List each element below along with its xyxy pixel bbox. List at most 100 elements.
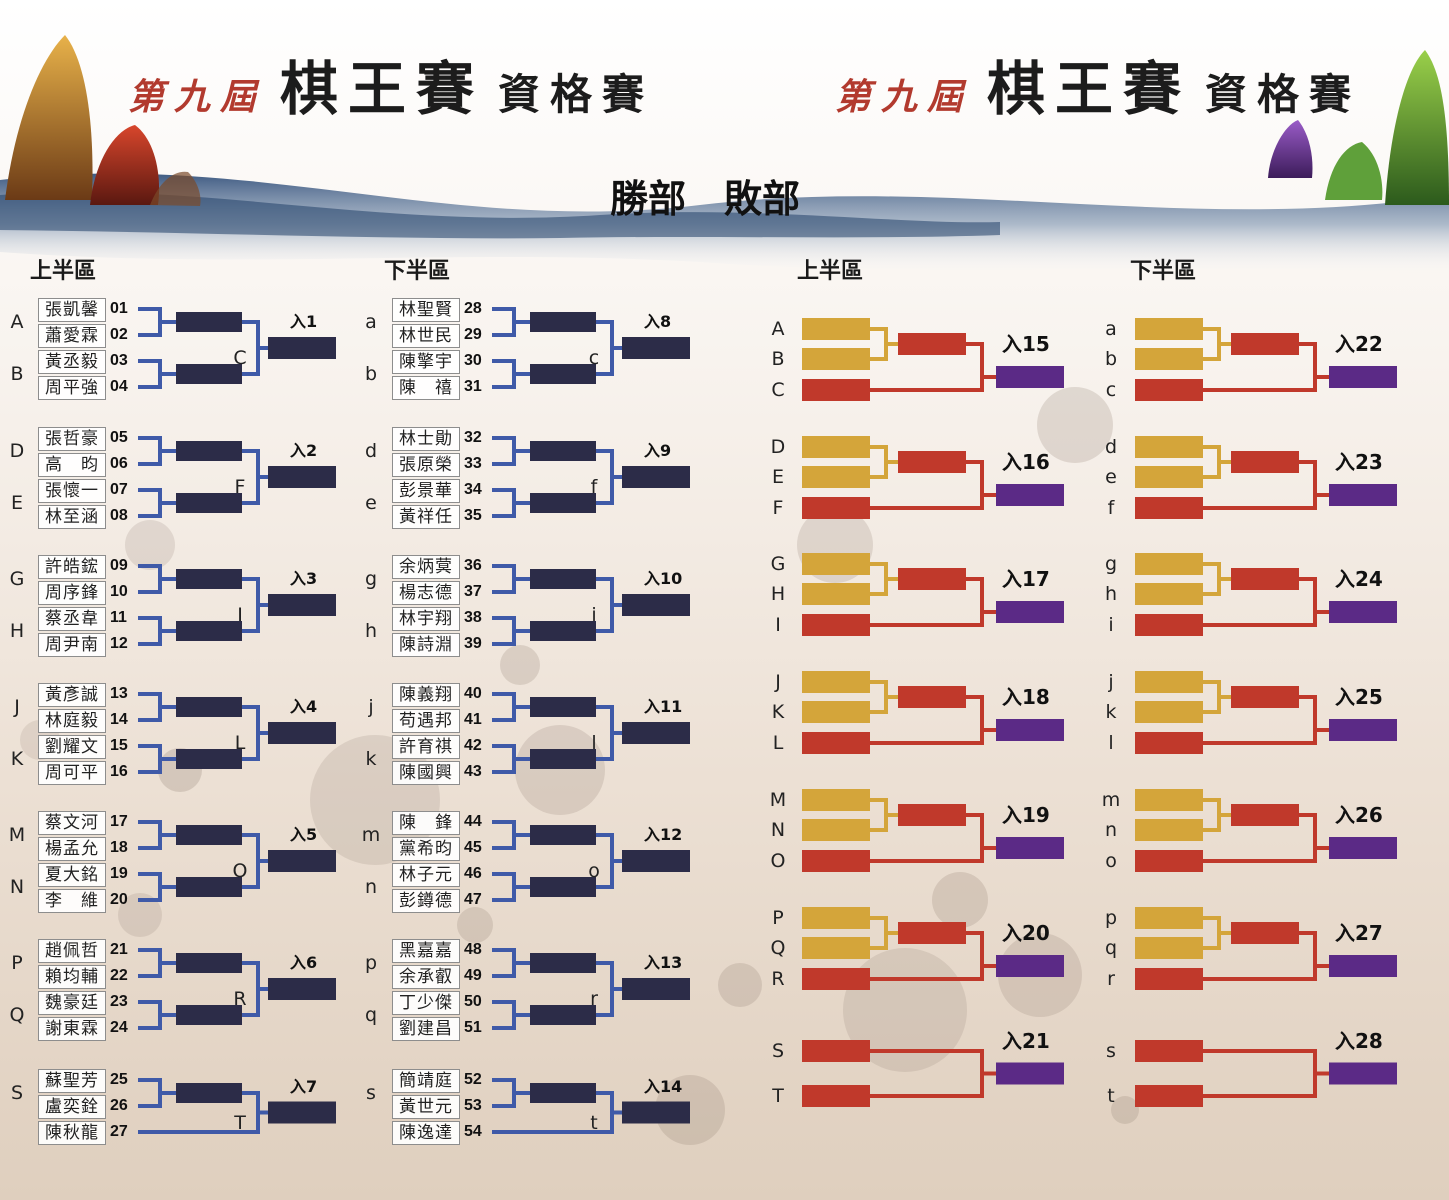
bracket-line [1203, 1049, 1317, 1098]
loser-slot-gold [802, 937, 870, 959]
loser-slot-gold [802, 583, 870, 605]
loser-letter: q [1104, 937, 1118, 959]
pair-letter: m [361, 824, 381, 846]
entry-label: 入22 [1335, 332, 1383, 356]
entry-slot [622, 1101, 690, 1124]
seed-number: 44 [464, 813, 482, 830]
seed-number: 51 [464, 1019, 482, 1036]
bracket-line [1203, 445, 1221, 479]
loser-slot-red [898, 568, 966, 590]
title-event: 棋王賽 [987, 55, 1192, 123]
bracket-line [492, 872, 516, 902]
entry-label: 入5 [290, 825, 318, 844]
winner-slot [176, 877, 242, 897]
bracket-line [138, 564, 162, 594]
player-name-box: 林士勛 [392, 427, 460, 451]
loser-slot-gold [1135, 671, 1203, 693]
winner-slot [176, 364, 242, 384]
loser-slot-red [898, 686, 966, 708]
bracket-line [492, 436, 516, 466]
entry-slot-purple [1329, 366, 1397, 388]
loser-letter: g [1104, 553, 1118, 575]
entry-label: 入28 [1335, 1028, 1383, 1053]
entry-slot [268, 1101, 336, 1124]
seed-number: 17 [110, 813, 128, 830]
entry-label: 入8 [644, 312, 672, 331]
player-name-box: 林宇翔 [392, 607, 460, 631]
bracket-line [1203, 680, 1221, 714]
entry-slot-purple [1329, 601, 1397, 623]
seed-number: 28 [464, 300, 482, 317]
bracket-line [870, 342, 984, 392]
loser-letter: e [1105, 466, 1117, 488]
bracket-line [1203, 931, 1317, 981]
winner-slot [530, 621, 596, 641]
pair-letter: Q [9, 1004, 25, 1026]
seed-number: 07 [110, 481, 128, 498]
bracket-line [138, 488, 162, 518]
loser-letter: M [769, 789, 787, 811]
loser-letter: O [770, 850, 786, 872]
bracket-line [870, 931, 984, 981]
player-name-box: 林子元 [392, 863, 460, 887]
loser-slot-gold [802, 701, 870, 723]
loser-slot-gold [802, 436, 870, 458]
mountain-left-far-icon [150, 171, 201, 206]
entry-label: 入19 [1002, 803, 1050, 827]
entry-slot [268, 466, 336, 488]
pair-letter: G [9, 568, 25, 590]
loser-slot-red [802, 497, 870, 519]
entry-slot-purple [1329, 837, 1397, 859]
loser-slot-gold [1135, 819, 1203, 841]
bracket-line [1203, 342, 1317, 392]
bracket-line [870, 1049, 984, 1098]
player-name-box: 蔡丞韋 [38, 607, 106, 631]
loser-letter: P [772, 907, 784, 929]
player-name-box: 陳義翔 [392, 683, 460, 707]
winner-slot [176, 825, 242, 845]
entry-slot-purple [996, 955, 1064, 977]
player-name-box: 蘇聖芳 [38, 1069, 106, 1093]
player-name-box: 陳秋龍 [38, 1121, 106, 1145]
loser-slot-gold [802, 348, 870, 370]
entry-slot [268, 850, 336, 872]
loser-slot-red [802, 1085, 870, 1107]
entry-label: 入23 [1335, 450, 1383, 474]
entry-label: 入16 [1002, 450, 1050, 474]
loser-letter: B [771, 348, 785, 370]
seed-number: 38 [464, 609, 482, 626]
seed-number: 02 [110, 326, 128, 343]
title-edition: 第九屆 [835, 76, 974, 118]
entry-slot-purple [1329, 1062, 1397, 1085]
player-name-box: 林世民 [392, 324, 460, 348]
winner-slot [176, 749, 242, 769]
bracket-line [492, 564, 516, 594]
seed-number: 26 [110, 1097, 128, 1114]
entry-label: 入4 [290, 697, 318, 716]
pair-letter: a [365, 311, 377, 333]
winner-slot [176, 493, 242, 513]
entry-label: 入20 [1002, 921, 1050, 945]
seed-number: 08 [110, 507, 128, 524]
pair-letter: p [364, 952, 378, 974]
winner-slot [530, 493, 596, 513]
winner-slot [530, 441, 596, 461]
entry-slot [622, 978, 690, 1000]
player-name-box: 陳詩淵 [392, 633, 460, 657]
section-label-losers: 上半區 [797, 258, 864, 284]
seed-number: 20 [110, 891, 128, 908]
loser-letter: K [771, 701, 785, 723]
entry-label: 入24 [1335, 567, 1383, 591]
pair-letter: g [364, 568, 378, 590]
player-name-box: 林聖賢 [392, 298, 460, 322]
player-name-box: 許育祺 [392, 735, 460, 759]
entry-label: 入14 [644, 1076, 683, 1096]
loser-slot-gold [802, 907, 870, 929]
winner-slot [530, 749, 596, 769]
mid-letter: r [590, 988, 598, 1010]
loser-slot-gold [802, 466, 870, 488]
bracket-line [1203, 460, 1317, 510]
bracket-line [1203, 916, 1221, 950]
seed-number: 01 [110, 300, 128, 317]
seed-number: 54 [464, 1123, 482, 1140]
